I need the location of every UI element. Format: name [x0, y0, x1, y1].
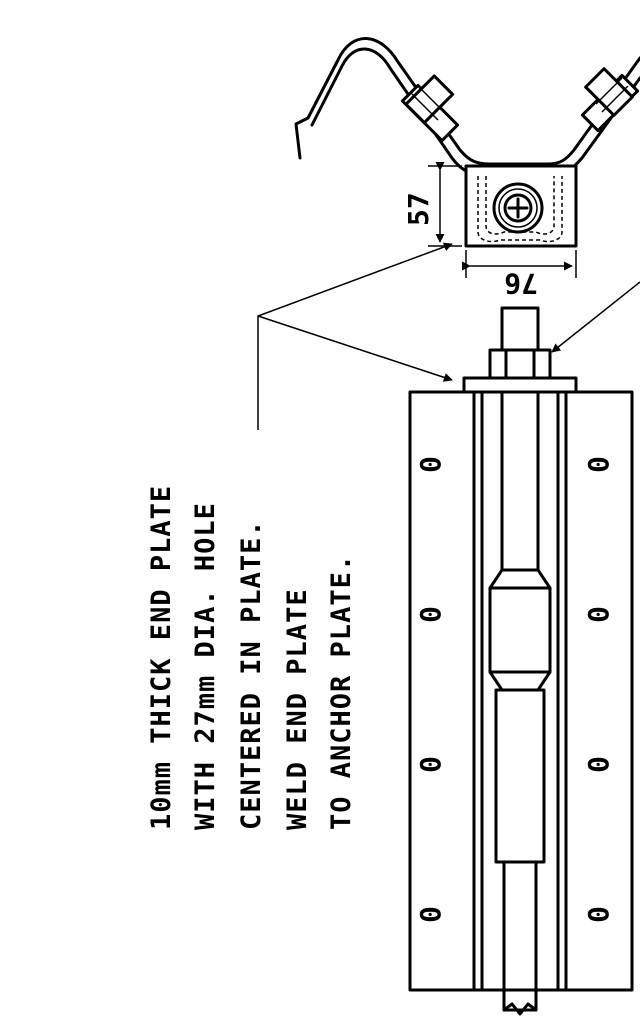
note-line-5: TO ANCHOR PLATE. — [326, 553, 357, 830]
rebar-section — [502, 860, 538, 1016]
slot-symbol: 0 — [581, 756, 615, 773]
strap-clamp-bolt-left — [400, 74, 460, 143]
dimension-76-lines — [461, 250, 577, 278]
slot-symbol: 0 — [581, 456, 615, 473]
slot-symbol: 0 — [413, 756, 447, 773]
dimension-height-label: 57 — [402, 192, 435, 226]
note-line-3: CENTERED IN PLATE. — [236, 519, 267, 830]
smooth-bar — [494, 688, 546, 864]
slot-symbol: 0 — [413, 606, 447, 623]
note-line-4: WELD END PLATE — [282, 588, 313, 830]
rod-coupler — [488, 568, 552, 692]
slot-symbol: 0 — [581, 606, 615, 623]
slot-symbol: 0 — [413, 456, 447, 473]
note-line-2: WITH 27mm DIA. HOLE — [190, 502, 221, 830]
note-line-1: 10mm THICK END PLATE — [146, 484, 177, 830]
square-end-plate-top-view — [464, 164, 578, 248]
strap-clamp-bolt-right — [580, 67, 640, 133]
slot-symbol: 0 — [581, 906, 615, 923]
slot-symbol: 0 — [413, 906, 447, 923]
end-plate-side-view — [462, 376, 578, 394]
dimension-width-label: 76 — [504, 267, 538, 300]
leader-lines — [257, 242, 640, 430]
hex-nut — [488, 348, 552, 382]
